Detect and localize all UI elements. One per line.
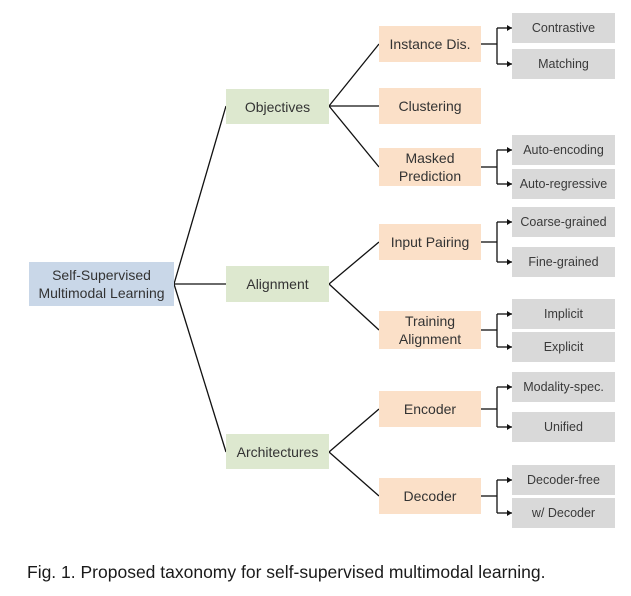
edge-root-objectives: [173, 105, 227, 285]
leaf-fine-grained: Fine-grained: [512, 247, 615, 277]
leaf-unified-label: Unified: [544, 420, 583, 434]
leaf-decoder-free-label: Decoder-free: [527, 473, 600, 487]
leaf-auto-encoding: Auto-encoding: [512, 135, 615, 165]
arrowheads: [507, 25, 512, 516]
bracket-decoder: [481, 479, 512, 514]
node-masked-prediction: Masked Prediction: [379, 148, 481, 186]
leaf-implicit-label: Implicit: [544, 307, 583, 321]
bracket-training: [481, 313, 512, 348]
bracket-masked: [481, 149, 512, 185]
leaf-w-decoder-label: w/ Decoder: [531, 506, 596, 520]
leaf-auto-regressive: Auto-regressive: [512, 169, 615, 199]
node-alignment-label: Alignment: [246, 276, 309, 292]
leaf-modality-spec: Modality-spec.: [512, 372, 615, 402]
leaf-matching-label: Matching: [538, 57, 589, 71]
leaf-explicit-label: Explicit: [543, 340, 584, 354]
leaf-contrastive-label: Contrastive: [531, 21, 596, 35]
figure-caption: Fig. 1. Proposed taxonomy for self-super…: [27, 562, 546, 582]
bracket-encoder: [481, 386, 512, 428]
node-masked-label-line2: Prediction: [398, 168, 462, 184]
leaf-explicit: Explicit: [512, 332, 615, 362]
node-decoder: Decoder: [379, 478, 481, 514]
edge-alignment-training: [328, 283, 380, 331]
node-alignment: Alignment: [226, 266, 329, 302]
leaf-matching: Matching: [512, 49, 615, 79]
leaf-auto-regressive-label: Auto-regressive: [519, 177, 608, 191]
leaf-decoder-free: Decoder-free: [512, 465, 615, 495]
leaf-implicit: Implicit: [512, 299, 615, 329]
node-instance-dis-label: Instance Dis.: [389, 36, 471, 52]
leaf-w-decoder: w/ Decoder: [512, 498, 615, 528]
edge-architectures-encoder: [328, 408, 380, 453]
edge-architectures-decoder: [328, 451, 380, 497]
root-node: Self-Supervised Multimodal Learning: [29, 262, 174, 306]
leaf-fine-grained-label: Fine-grained: [528, 255, 599, 269]
leaf-auto-encoding-label: Auto-encoding: [523, 143, 604, 157]
node-architectures: Architectures: [226, 434, 329, 469]
node-input-pairing: Input Pairing: [379, 224, 481, 260]
node-objectives-label: Objectives: [244, 98, 311, 115]
edge-objectives-masked: [328, 105, 380, 168]
node-objectives: Objectives: [226, 89, 329, 124]
node-training-alignment: Training Alignment: [379, 311, 481, 349]
edge-root-architectures: [173, 283, 227, 453]
node-training-label-line1: Training: [404, 313, 456, 329]
bracket-input-pairing: [481, 221, 512, 263]
node-encoder: Encoder: [379, 391, 481, 427]
edge-objectives-instance: [328, 43, 380, 107]
edge-alignment-input: [328, 241, 380, 285]
node-encoder-label: Encoder: [403, 401, 457, 417]
root-label-line2: Multimodal Learning: [38, 285, 165, 301]
node-architectures-label: Architectures: [236, 443, 319, 460]
leaf-modality-spec-label: Modality-spec.: [523, 380, 604, 394]
node-training-label-line2: Alignment: [398, 331, 462, 347]
node-instance-dis: Instance Dis.: [379, 26, 481, 62]
leaf-unified: Unified: [512, 412, 615, 442]
leaf-coarse-grained: Coarse-grained: [512, 207, 615, 237]
node-clustering: Clustering: [379, 88, 481, 124]
node-clustering-label: Clustering: [398, 98, 462, 114]
node-decoder-label: Decoder: [403, 488, 457, 504]
leaf-contrastive: Contrastive: [512, 13, 615, 43]
root-label-line1: Self-Supervised: [52, 267, 151, 283]
leaf-coarse-grained-label: Coarse-grained: [520, 215, 607, 229]
bracket-instance: [481, 27, 512, 65]
node-input-pairing-label: Input Pairing: [390, 234, 470, 250]
node-masked-label-line1: Masked: [405, 150, 455, 166]
